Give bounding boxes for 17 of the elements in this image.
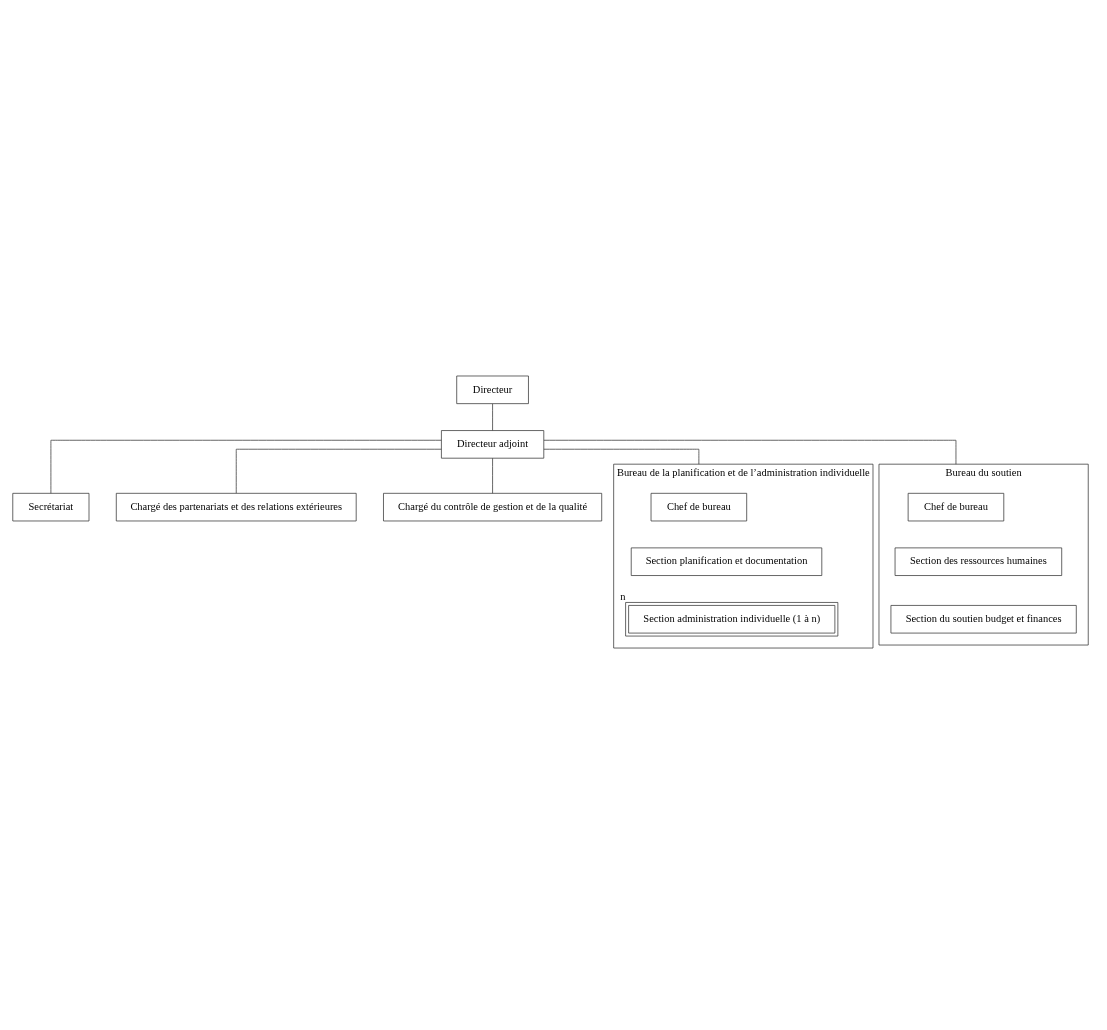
connector [235,448,442,494]
node-box: Section planification et documentation [630,547,823,576]
node-box: Section des ressources humaines [894,547,1063,576]
node-box: Secrétariat [12,492,90,522]
node-box: Chargé du contrôle de gestion et de la qualité [383,492,603,522]
node-box: Chargé des partenariats et des relations extérieures [115,492,357,522]
node-box: Chef de bureau [907,492,1005,522]
connector [492,403,493,431]
node-box: Chef de bureau [650,492,748,522]
connector [543,439,957,465]
connector [50,439,442,494]
connector [492,457,493,494]
node-box: Directeur adjoint [441,430,545,459]
node-box: Directeur [456,375,529,404]
node-label: n [620,590,626,602]
connector [543,448,700,465]
node-box: Section du soutien budget et finances [890,605,1077,634]
